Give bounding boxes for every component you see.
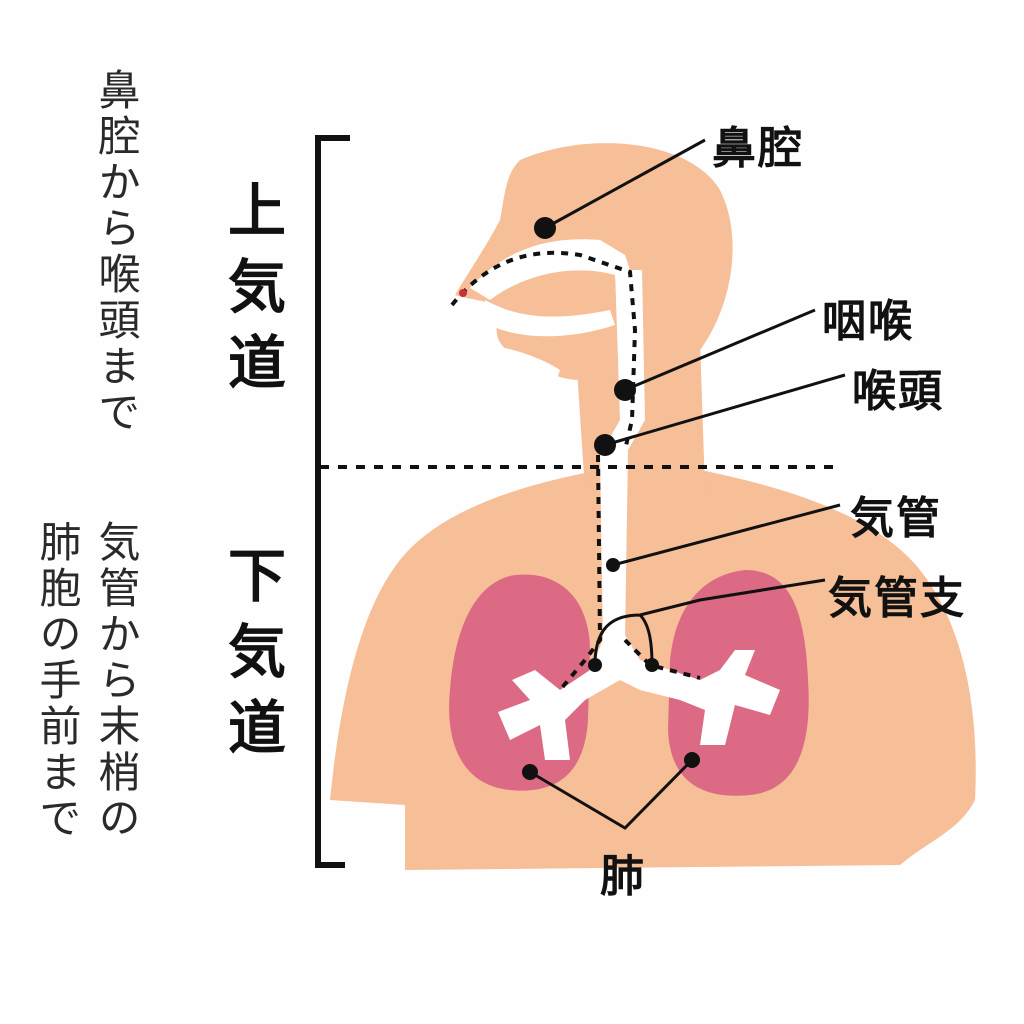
bronchi-tree [498,635,780,760]
jaw-gap [490,345,560,387]
leader-pharynx [624,308,816,392]
label-larynx: 喉頭 [852,366,944,417]
leader-nasal-cavity [544,138,706,230]
lower-range-note-1: 気管から末梢の [92,520,141,842]
range-bracket [315,135,350,868]
oral-cavity [485,300,615,337]
label-trachea: 気管 [850,493,942,544]
marker-trachea [606,558,620,572]
label-nasal-cavity: 鼻腔 [712,123,804,174]
marker-lung-left [522,764,538,780]
leader-trachea [612,503,841,567]
leader-bronchi [593,578,826,666]
marker-nasal-cavity [534,217,556,239]
upper-airway-title: 上気道 [218,180,286,408]
upper-range-note: 鼻腔から喉頭まで [92,68,141,436]
marker-larynx [594,434,616,456]
lower-airway-title: 下気道 [218,545,286,773]
nasal-passage [470,239,640,330]
leader-lungs [529,758,694,830]
marker-pharynx [614,379,636,401]
marker-bronchus-right [645,658,659,672]
airway-dashed-path [450,250,638,451]
airway-tube [600,270,645,640]
label-bronchi: 気管支 [828,573,966,624]
nose-tip-dot [459,289,467,297]
label-pharynx: 咽喉 [822,296,914,347]
airway-dashed-path-inner [558,454,603,692]
lower-range-note-2: 肺胞の手前まで [33,520,82,842]
marker-bronchus-left [588,658,602,672]
marker-lung-right [684,752,700,768]
leader-larynx [604,373,846,447]
label-lungs: 肺 [600,851,646,902]
